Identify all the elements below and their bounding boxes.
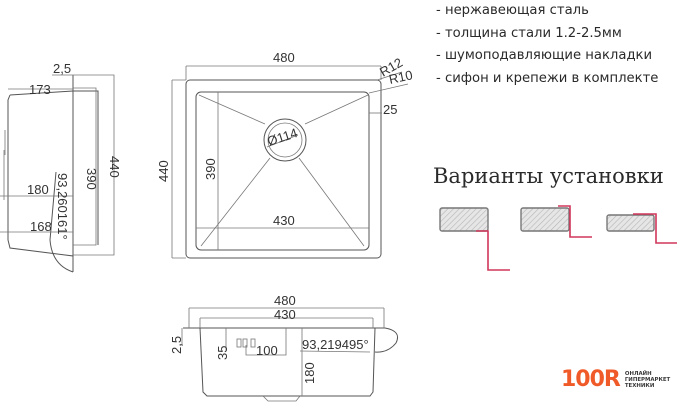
dim-front-inner-width: 430 [274,307,296,322]
dim-side-top-offset: 2,5 [53,61,71,76]
feature-item: - сифон и крепежи в комплекте [436,70,659,86]
dim-side-angle: 93,260161° [55,173,70,240]
dim-top-inner-width: 430 [273,213,295,228]
store-logo: 100R ОНЛАЙН ГИПЕРМАРКЕТ ТЕХНИКИ [555,367,677,393]
dim-top-rim: 25 [383,102,397,117]
front-view: 480 430 2,5 35 100 180 93,219495° [169,293,399,402]
dim-side-inner-height: 390 [84,168,99,190]
dim-front-depth: 180 [302,362,317,384]
install-variant-flush [520,205,592,238]
logo-subtitle-line: ТЕХНИКИ [624,383,655,390]
dim-side-top-depth: 173 [29,82,51,97]
install-variant-overmount [606,213,677,244]
dim-front-outer-width: 480 [274,293,296,308]
logo-subtitle-line: ОНЛАЙН [624,370,652,377]
dim-side-mid-depth: 180 [27,182,49,197]
dim-front-angle: 93,219495° [302,337,369,352]
dim-top-inner-height: 390 [203,158,218,180]
feature-list: - нержавеющая сталь - толщина стали 1.2-… [436,0,682,90]
logo-subtitle-line: ГИПЕРМАРКЕТ [624,376,671,383]
feature-item: - толщина стали 1.2-2.5мм [436,25,622,41]
dim-top-corner-inner: R10 [388,67,414,87]
installation-title: Варианты установки [433,164,664,188]
dim-front-overflow-width: 100 [256,343,278,358]
feature-item: - нержавеющая сталь [436,3,589,18]
dim-front-rim-thickness: 2,5 [169,336,184,354]
side-view: 2,5 173 180 168 390 440 93,260161° [0,61,122,273]
install-variant-undermount [439,207,510,271]
dim-top-drain: Ø114 [265,125,299,149]
dim-top-outer-width: 480 [273,50,295,65]
logo-mark: 100R [561,367,621,392]
dim-side-bottom-depth: 168 [30,219,52,234]
dim-side-outer-height: 440 [107,156,122,178]
logo-subtitle: ОНЛАЙН ГИПЕРМАРКЕТ ТЕХНИКИ [625,371,670,390]
dim-front-overflow-height: 35 [215,346,230,360]
top-view: 480 440 390 430 R12 R10 25 Ø114 [156,50,414,259]
feature-item: - шумоподавляющие накладки [436,48,653,63]
dim-top-outer-height: 440 [156,160,171,182]
